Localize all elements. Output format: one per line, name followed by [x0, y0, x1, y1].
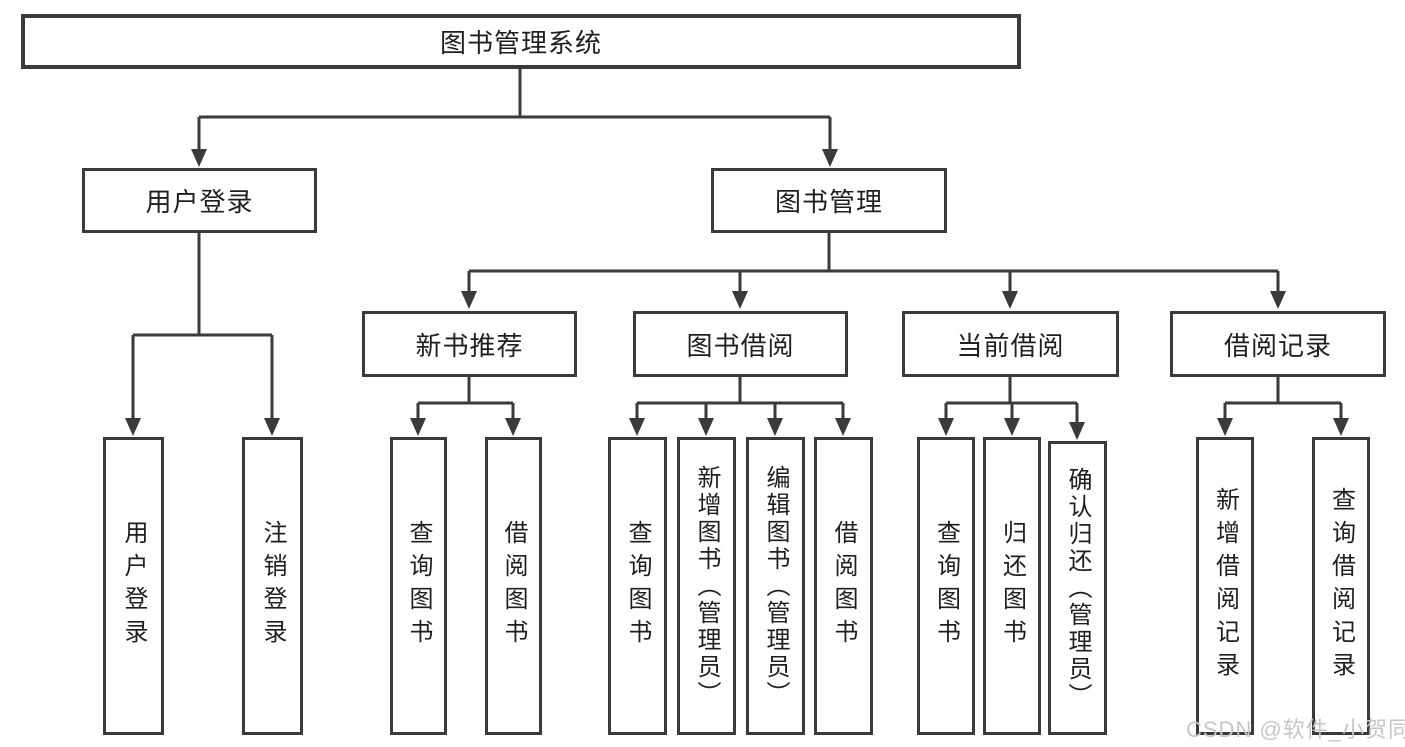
leaf-current-confirm: 确认归还（管理员） [1048, 441, 1107, 735]
leaf-user-login-label: 用户登录 [120, 520, 147, 652]
leaf-newbooks-query: 查询图书 [390, 437, 447, 735]
leaf-borrow-edit-label: 编辑图书（管理员） [762, 464, 789, 708]
leaf-records-query: 查询借阅记录 [1312, 437, 1370, 735]
node-book-borrowing: 图书借阅 [633, 311, 848, 377]
leaf-current-confirm-label: 确认归还（管理员） [1064, 466, 1091, 710]
node-book-management: 图书管理 [711, 168, 947, 233]
leaf-records-add: 新增借阅记录 [1196, 437, 1254, 735]
leaf-current-return-label: 归还图书 [998, 520, 1026, 652]
leaf-logout: 注销登录 [242, 437, 303, 735]
connector-borrow-records-children [1217, 377, 1349, 436]
leaf-records-add-label: 新增借阅记录 [1211, 487, 1239, 685]
leaf-borrow-query-label: 查询图书 [624, 520, 651, 652]
leaf-current-query: 查询图书 [917, 437, 975, 735]
leaf-newbooks-borrow-label: 借阅图书 [500, 520, 527, 652]
connector-user-login-children [125, 233, 280, 436]
csdn-watermark: CSDN @软件_小贺同学 [1186, 717, 1405, 742]
node-new-books: 新书推荐 [362, 311, 577, 377]
leaf-borrow-edit: 编辑图书（管理员） [746, 437, 805, 735]
leaf-current-return: 归还图书 [983, 437, 1041, 735]
leaf-user-login: 用户登录 [103, 437, 164, 735]
node-borrowing-records: 借阅记录 [1170, 311, 1386, 377]
connector-root-to-level2 [191, 69, 838, 167]
node-root-system: 图书管理系统 [21, 14, 1021, 69]
connector-book-borrow-children [629, 377, 851, 436]
leaf-borrow-add-label: 新增图书（管理员） [693, 464, 720, 708]
leaf-newbooks-borrow: 借阅图书 [485, 437, 542, 735]
connector-new-books-children [410, 377, 521, 436]
node-current-borrowing: 当前借阅 [902, 311, 1119, 377]
leaf-borrow-add: 新增图书（管理员） [677, 437, 736, 735]
leaf-current-query-label: 查询图书 [932, 520, 960, 652]
connector-current-borrow-children [938, 377, 1085, 440]
leaf-newbooks-query-label: 查询图书 [405, 520, 432, 652]
leaf-records-query-label: 查询借阅记录 [1327, 487, 1355, 685]
leaf-borrow-query: 查询图书 [608, 437, 667, 735]
connector-book-management-children [461, 233, 1286, 309]
leaf-borrow-book-label: 借阅图书 [830, 520, 857, 652]
leaf-borrow-book: 借阅图书 [814, 437, 873, 735]
node-user-login: 用户登录 [82, 168, 317, 233]
leaf-logout-label: 注销登录 [259, 520, 286, 652]
